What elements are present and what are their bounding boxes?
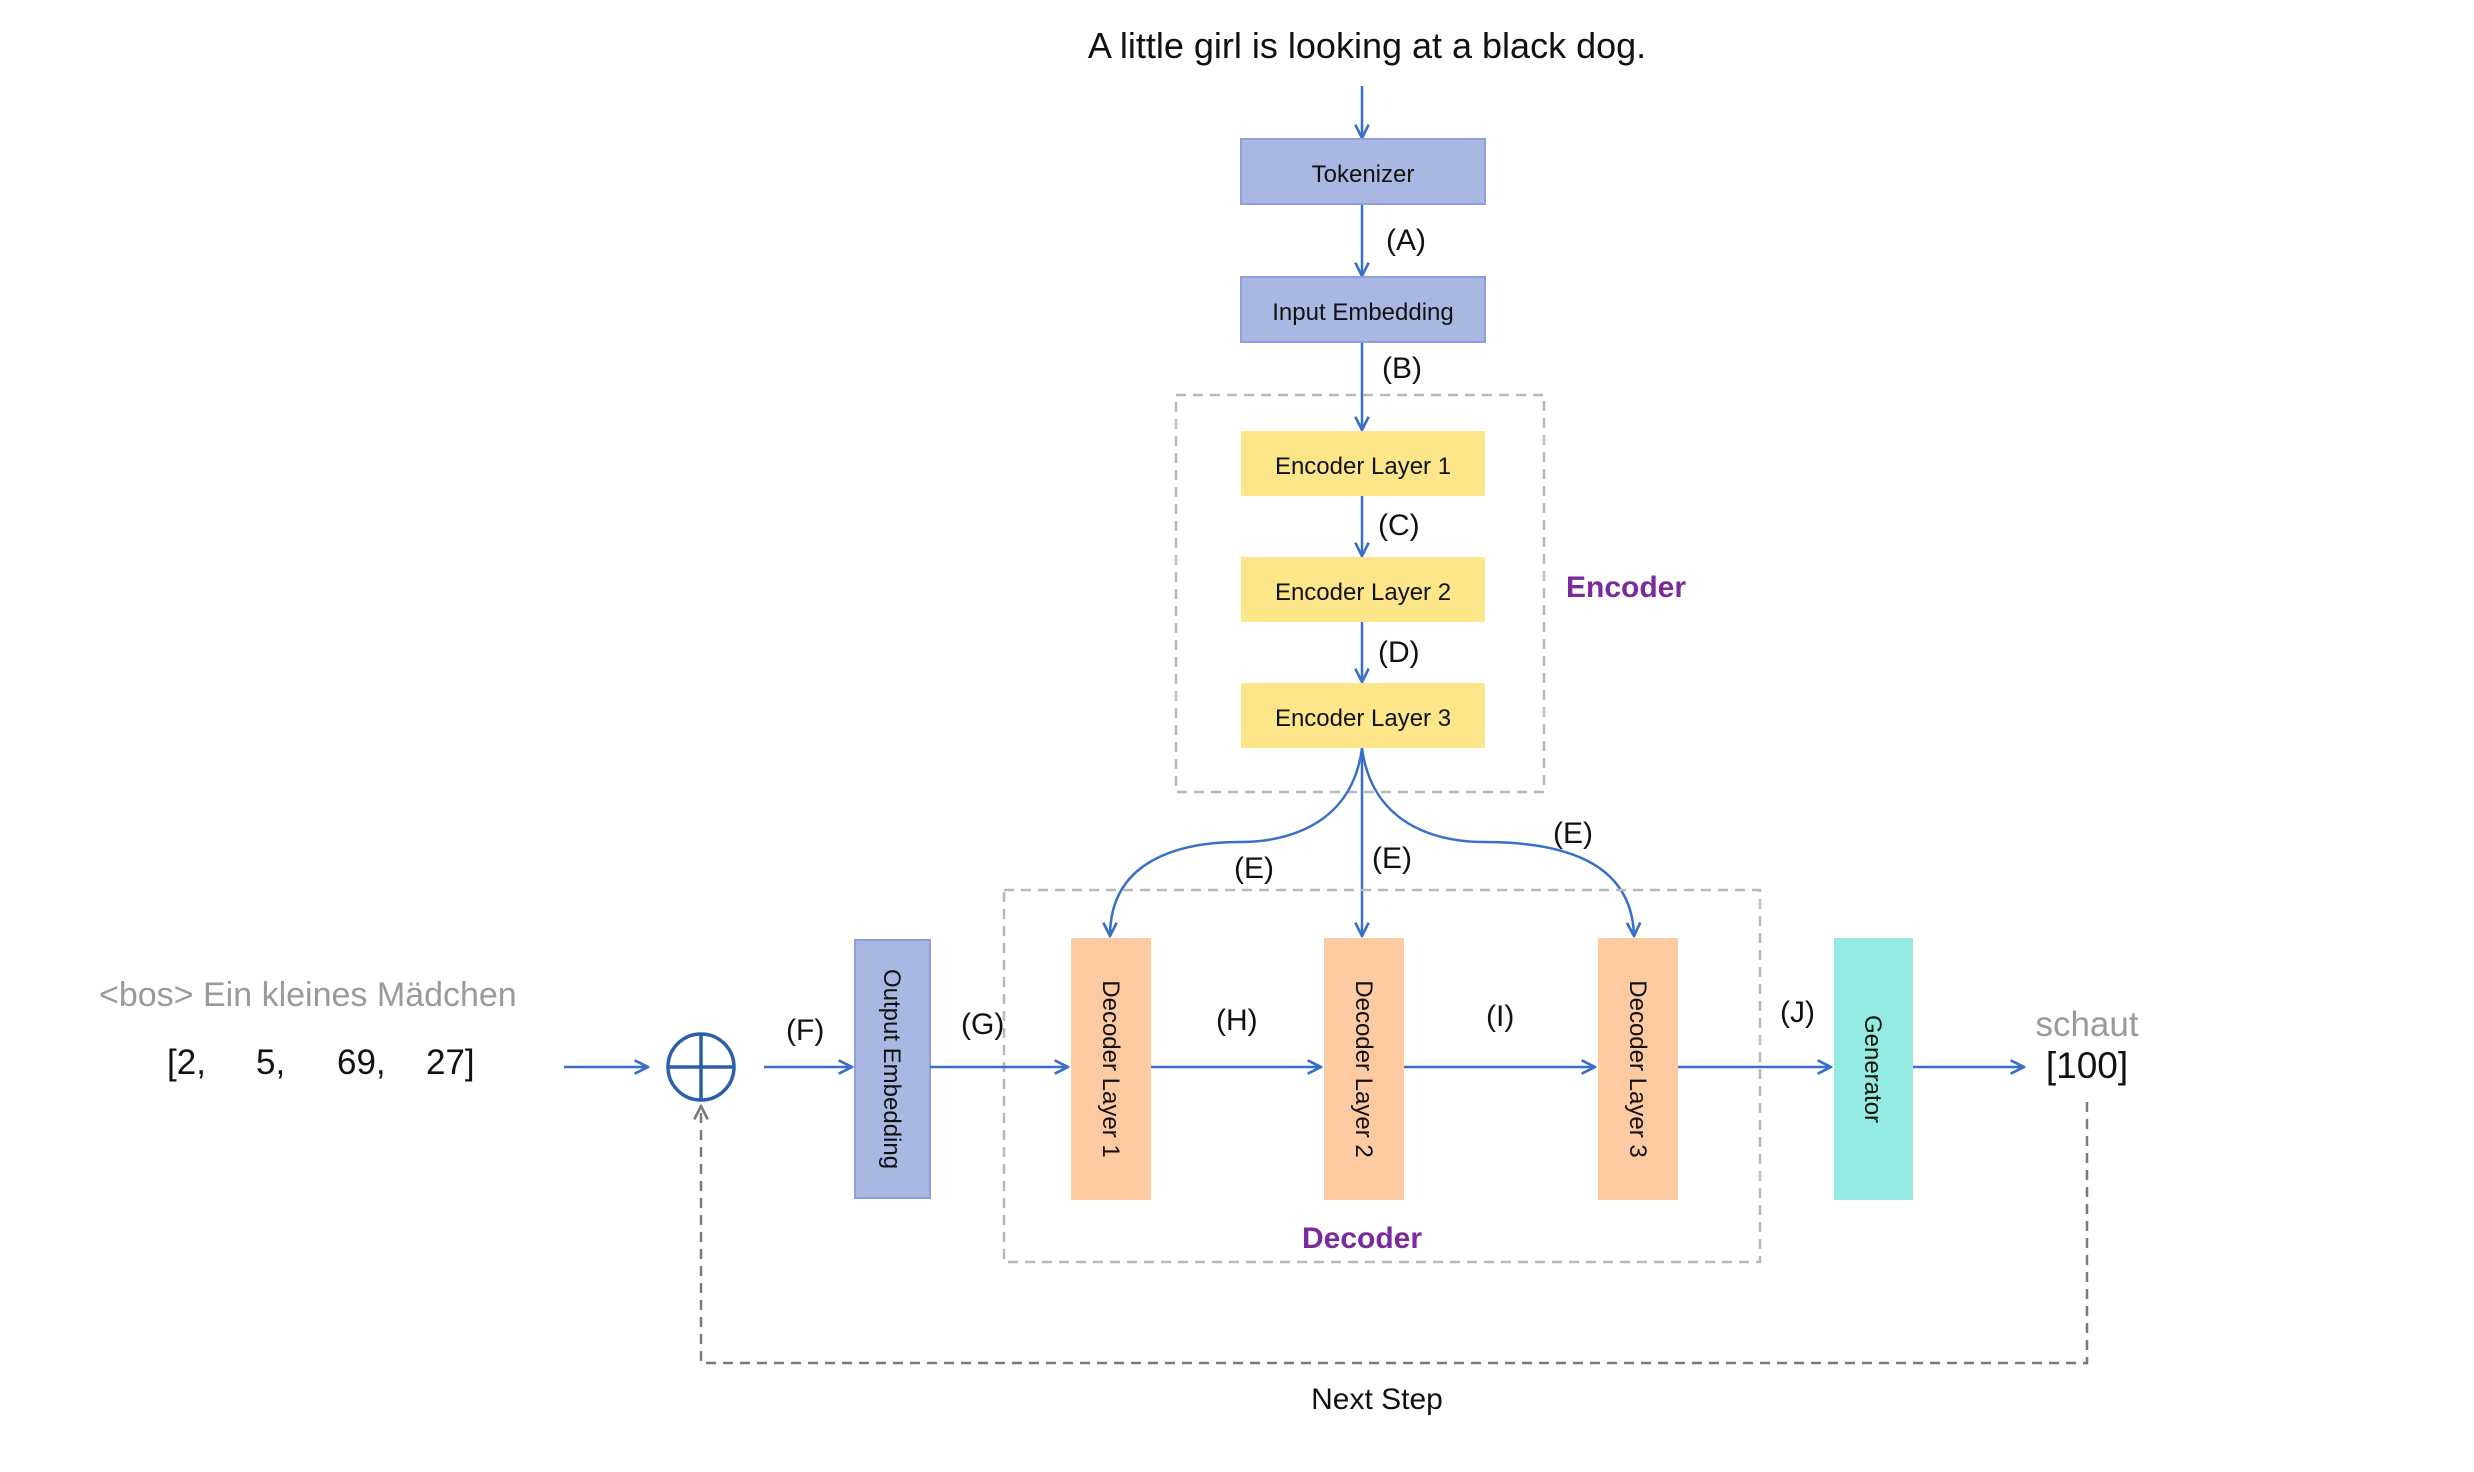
decoder-input-id-1: [2, <box>167 1043 206 1082</box>
add-icon <box>666 1032 736 1102</box>
input-embedding-label: Input Embedding <box>1272 299 1453 326</box>
arrow-encoder-to-decoder3 <box>1360 747 1634 936</box>
arrow-encoder-to-decoder1 <box>1110 747 1364 936</box>
edge-label-e-left: (E) <box>1234 852 1274 885</box>
decoder-layer-3-label: Decoder Layer 3 <box>1624 980 1651 1157</box>
encoder-layer-3-box <box>1241 683 1485 748</box>
edge-label-c: (C) <box>1378 509 1420 542</box>
edge-label-e-right: (E) <box>1553 817 1593 850</box>
encoder-layer-1-label: Encoder Layer 1 <box>1275 453 1451 480</box>
decoder-input-id-3: 69, <box>337 1043 386 1082</box>
output-embedding-label: Output Embedding <box>878 969 905 1169</box>
decoder-layer-1-label: Decoder Layer 1 <box>1097 980 1124 1157</box>
encoder-group <box>1174 393 1546 794</box>
encoder-layer-3-label: Encoder Layer 3 <box>1275 705 1451 732</box>
encoder-layer-2-label: Encoder Layer 2 <box>1275 579 1451 606</box>
decoder-group-label: Decoder <box>1302 1222 1422 1255</box>
tokenizer-label: Tokenizer <box>1312 161 1415 188</box>
input-embedding-box <box>1240 276 1486 343</box>
generator-box <box>1834 938 1913 1200</box>
edge-label-h: (H) <box>1216 1004 1258 1037</box>
decoder-input-id-2: 5, <box>256 1043 285 1082</box>
input-sentence: A little girl is looking at a black dog. <box>1088 25 1646 66</box>
output-embedding-box <box>854 939 931 1199</box>
decoder-input-id-4: 27] <box>426 1043 475 1082</box>
tokenizer-box <box>1240 138 1486 205</box>
decoder-layer-2-label: Decoder Layer 2 <box>1350 980 1377 1157</box>
edge-label-j: (J) <box>1780 996 1815 1029</box>
decoder-layer-3-box <box>1598 938 1678 1200</box>
decoder-group <box>1002 888 1762 1264</box>
edge-label-i: (I) <box>1486 1000 1514 1033</box>
edge-label-e-center: (E) <box>1372 842 1412 875</box>
edge-label-a: (A) <box>1386 224 1426 257</box>
edge-label-b: (B) <box>1382 352 1422 385</box>
feedback-label: Next Step <box>1311 1383 1443 1416</box>
encoder-layer-1-box <box>1241 431 1485 496</box>
generator-label: Generator <box>1859 1015 1886 1123</box>
feedback-loop-arrow <box>701 1102 2089 1365</box>
decoder-layer-1-box <box>1071 938 1151 1200</box>
decoder-input-text: <bos> Ein kleines Mädchen <box>99 976 517 1014</box>
encoder-group-label: Encoder <box>1566 571 1686 604</box>
edge-label-d: (D) <box>1378 636 1420 669</box>
output-token: schaut <box>2035 1005 2138 1044</box>
output-id: [100] <box>2046 1045 2128 1086</box>
edge-label-g: (G) <box>961 1008 1004 1041</box>
edge-label-f: (F) <box>786 1014 824 1047</box>
decoder-layer-2-box <box>1324 938 1404 1200</box>
encoder-layer-2-box <box>1241 557 1485 622</box>
